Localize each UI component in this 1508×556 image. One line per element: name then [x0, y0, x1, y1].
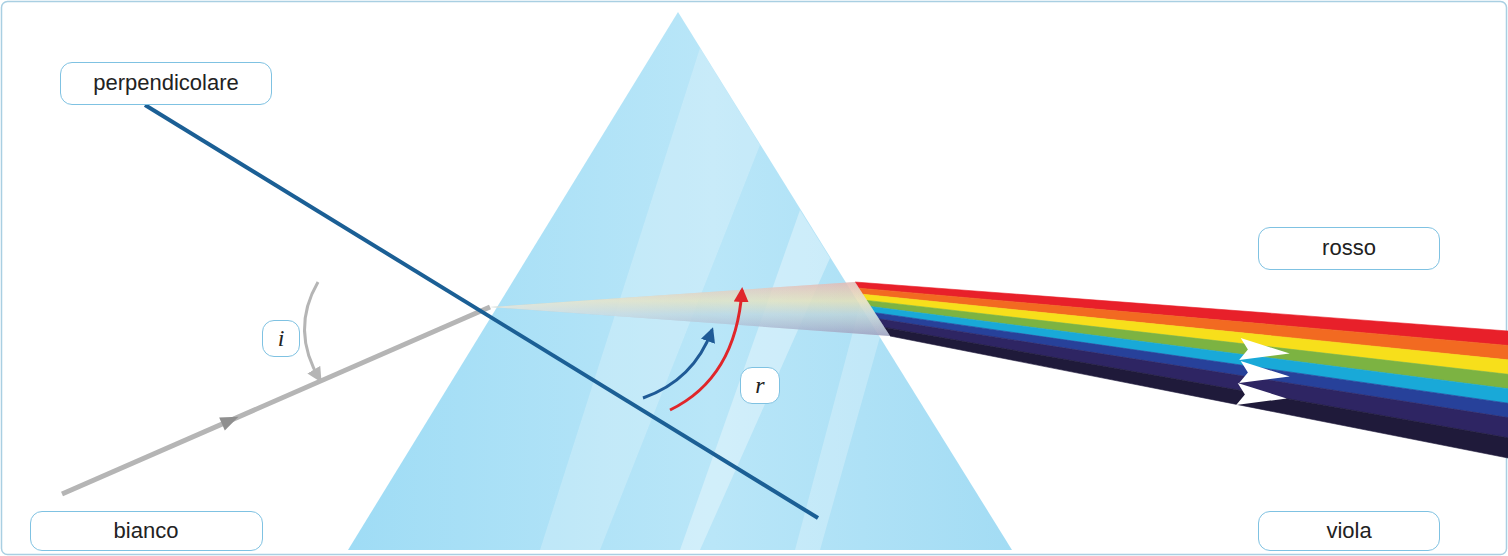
spectrum-arrowheads	[1236, 338, 1290, 408]
white-ray	[62, 307, 490, 494]
spectrum-band	[879, 319, 1508, 438]
refraction-angle-arc	[670, 290, 742, 410]
spectrum-arrowhead	[1239, 338, 1290, 363]
label-text: rosso	[1322, 236, 1376, 260]
refracted-beam	[490, 282, 890, 336]
label-box: i	[262, 320, 300, 357]
refracted-beam	[490, 282, 890, 336]
label-box: perpendicolare	[60, 62, 272, 105]
label-box: r	[740, 367, 780, 404]
normal-line	[145, 105, 818, 518]
label-box: rosso	[1258, 227, 1440, 270]
spectrum-arrowhead	[1239, 361, 1290, 386]
label-box: viola	[1258, 511, 1440, 551]
label-box: bianco	[30, 511, 263, 551]
label-text: r	[755, 372, 764, 398]
label-text: viola	[1326, 519, 1371, 543]
label-text: i	[278, 325, 285, 351]
ray-arrowhead	[219, 410, 241, 430]
incidence-angle-arc	[304, 282, 320, 380]
refracted-beam	[490, 282, 890, 336]
prism	[348, 12, 1012, 550]
spectrum-arrowhead	[1236, 383, 1287, 408]
prism-shine	[680, 210, 830, 550]
label-text: bianco	[114, 519, 179, 543]
label-text: perpendicolare	[93, 71, 239, 95]
spectrum	[855, 282, 1508, 458]
spectrum-band	[884, 327, 1508, 458]
spectrum-band	[875, 313, 1508, 418]
